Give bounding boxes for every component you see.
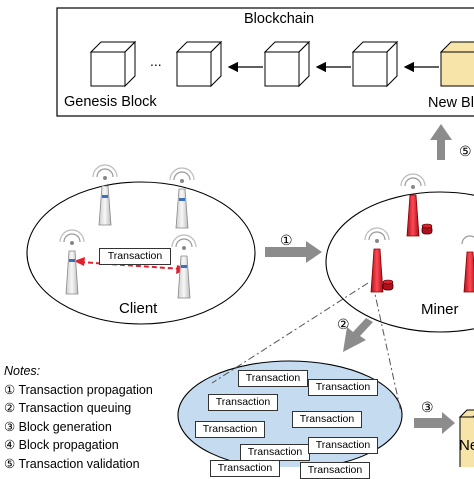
client-tower-icon-1 (92, 164, 118, 226)
chain-ellipsis: ... (150, 53, 162, 69)
client-transaction-arrow (79, 261, 183, 270)
client-transaction-box: Transaction (99, 248, 171, 265)
blockchain-title: Blockchain (244, 11, 315, 27)
pool-transaction-9: Transaction (300, 462, 370, 479)
genesis-block-cube (89, 40, 137, 88)
client-tower-icon-2 (169, 167, 195, 229)
pool-link-line-left (211, 282, 369, 384)
pool-transaction-5: Transaction (195, 421, 265, 438)
note-item-4: ④ Block propagation (4, 438, 119, 453)
step-2-arrow (343, 318, 373, 352)
step-2-marker: ② (337, 316, 350, 332)
block-cube-4 (351, 40, 399, 88)
step-1-arrow (265, 241, 322, 263)
note-item-3: ③ Block generation (4, 419, 112, 434)
pool-transaction-4: Transaction (292, 411, 362, 428)
notes-title: Notes: (4, 364, 41, 378)
client-arrow-head-left (74, 257, 85, 266)
genesis-block-label: Genesis Block (64, 94, 157, 110)
note-item-5: ⑤ Transaction validation (4, 456, 140, 471)
new-block-partial-shape (458, 409, 474, 467)
block-cube-2 (175, 40, 223, 88)
new-block-label: New Bl (428, 95, 474, 111)
pool-transaction-6: Transaction (240, 444, 310, 461)
pool-link-line-right (372, 284, 402, 413)
miner-label: Miner (421, 301, 459, 318)
miner-ellipse (325, 191, 474, 333)
miner-tower-icon-3 (461, 235, 474, 293)
new-block-partial-label: Ne (459, 437, 474, 454)
client-label: Client (119, 300, 158, 317)
step-3-marker: ③ (421, 399, 434, 415)
note-item-1: ① Transaction propagation (4, 382, 153, 397)
pool-transaction-1: Transaction (238, 370, 308, 387)
note-item-2: ② Transaction queuing (4, 401, 132, 416)
step-3-arrow (414, 412, 455, 434)
client-tower-icon-3 (59, 229, 85, 295)
block-cube-3 (263, 40, 311, 88)
step-5-arrow (430, 124, 452, 160)
new-block-cube (439, 41, 474, 87)
pool-transaction-2: Transaction (308, 379, 378, 396)
client-tower-icon-4 (171, 234, 197, 299)
pool-transaction-3: Transaction (208, 394, 278, 411)
step-1-marker: ① (280, 232, 293, 248)
pool-transaction-8: Transaction (210, 460, 280, 477)
notes-legend: Notes: ① Transaction propagation ② Trans… (4, 362, 153, 474)
pool-transaction-7: Transaction (308, 437, 378, 454)
miner-tower-icon-2 (364, 227, 394, 293)
miner-tower-icon-1 (400, 173, 433, 237)
step-5-marker: ⑤ (459, 143, 472, 159)
